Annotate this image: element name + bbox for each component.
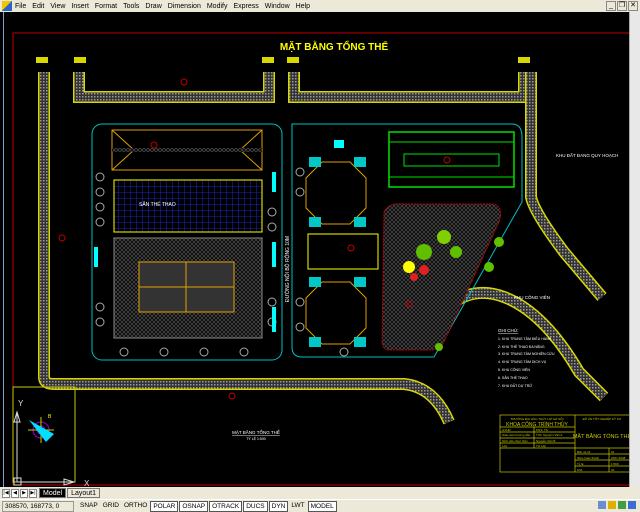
svg-text:Năm hoàn thành: Năm hoàn thành	[577, 456, 600, 460]
next-tab-button[interactable]: ▶	[20, 488, 28, 498]
roads	[38, 72, 609, 425]
snap-toggle[interactable]: SNAP	[80, 501, 98, 509]
menu-window[interactable]: Window	[264, 2, 290, 10]
svg-text:5. KHU CÔNG VIÊN: 5. KHU CÔNG VIÊN	[498, 367, 530, 372]
svg-text:GVHD: GVHD	[502, 428, 512, 432]
svg-text:MẶT BẰNG TỔNG THỂ: MẶT BẰNG TỔNG THỂ	[573, 432, 630, 440]
menu-insert[interactable]: Insert	[71, 2, 89, 10]
svg-text:ĐỒ ÁN TỐT NGHIỆP KỸ SƯ: ĐỒ ÁN TỐT NGHIỆP KỸ SƯ	[583, 416, 622, 421]
menu-format[interactable]: Format	[94, 2, 118, 10]
ducs-toggle[interactable]: DUCS	[243, 500, 268, 512]
tab-layout1[interactable]: Layout1	[67, 488, 100, 498]
menu-modify[interactable]: Modify	[206, 2, 228, 10]
park-trees	[403, 230, 504, 351]
menu-bar: File Edit View Insert Format Tools Draw …	[0, 0, 640, 12]
dyn-toggle[interactable]: DYN	[268, 500, 289, 512]
svg-text:Giáo viên hướng dẫn: Giáo viên hướng dẫn	[502, 432, 531, 437]
lwt-toggle[interactable]: LWT	[291, 501, 305, 509]
menu-edit[interactable]: Edit	[32, 2, 45, 10]
coordinate-readout: 308570, 168773, 0	[2, 500, 74, 512]
label-internal-road: ĐƯỜNG NỘI BỘ RỘNG 10M	[284, 236, 291, 302]
menu-help[interactable]: Help	[295, 2, 311, 10]
svg-text:3. KHU TRUNG TÂM NGHIÊN CỨU: 3. KHU TRUNG TÂM NGHIÊN CỨU	[498, 351, 555, 356]
svg-text:PGS. TS: PGS. TS	[536, 428, 548, 432]
label-planned-area: KHU ĐẤT ĐANG QUY HOẠCH	[556, 152, 618, 158]
svg-text:A1: A1	[611, 468, 615, 472]
svg-text:4. KHU TRUNG TÂM DỊCH VỤ: 4. KHU TRUNG TÂM DỊCH VỤ	[498, 360, 547, 364]
svg-text:X: X	[84, 479, 90, 487]
sports-field	[113, 179, 263, 233]
svg-text:2. KHU THỂ THAO ĐA NĂNG: 2. KHU THỂ THAO ĐA NĂNG	[498, 344, 545, 349]
svg-text:01: 01	[611, 450, 615, 454]
trees	[95, 167, 349, 357]
north-arrow-icon: B	[28, 414, 54, 443]
prev-tab-button[interactable]: ◀	[11, 488, 19, 498]
svg-text:KHOA CÔNG TRÌNH THỦY: KHOA CÔNG TRÌNH THỦY	[506, 421, 568, 428]
title-block	[499, 414, 631, 473]
label-park: KHU CÔNG VIÊN	[514, 293, 550, 300]
minimize-icon[interactable]: _	[606, 1, 616, 11]
bottom-title: MẶT BẰNG TỔNG THỂ	[232, 428, 280, 435]
clean-screen-icon[interactable]	[628, 501, 636, 509]
grid-toggle[interactable]: GRID	[102, 501, 119, 509]
svg-text:Khổ: Khổ	[577, 468, 583, 472]
svg-text:Y: Y	[18, 399, 24, 408]
drawing-canvas[interactable]: SÂN THỂ THAO ĐƯỜNG NỘI BỘ RỘNG 10M KHU Đ…	[3, 12, 632, 488]
menu-draw[interactable]: Draw	[145, 2, 162, 10]
tray-settings-icon[interactable]	[618, 501, 626, 509]
drawing-title: MẶT BẰNG TỔNG THỂ	[280, 40, 389, 53]
svg-text:1:500: 1:500	[611, 462, 619, 466]
menu-file[interactable]: File	[15, 2, 27, 10]
first-tab-button[interactable]: |◀	[2, 488, 10, 498]
svg-text:Lớp: Lớp	[502, 444, 508, 448]
site-boundary-right	[291, 123, 523, 358]
svg-text:ThS. Nguyễn Văn A: ThS. Nguyễn Văn A	[536, 432, 562, 437]
building-service	[388, 131, 515, 188]
svg-text:GHI CHÚ:: GHI CHÚ:	[498, 327, 518, 333]
gates	[36, 57, 530, 63]
otrack-toggle[interactable]: OTRACK	[209, 500, 243, 512]
park	[381, 203, 502, 351]
svg-text:TRƯỜNG ĐẠI HỌC THỦY LỢI HÀ NỘI: TRƯỜNG ĐẠI HỌC THỦY LỢI HÀ NỘI	[511, 416, 564, 421]
svg-text:TH Lớp: TH Lớp	[536, 444, 546, 448]
layout-tabs: |◀ ◀ ▶ ▶| Model Layout1	[0, 487, 640, 499]
svg-text:7. KHU ĐẤT DỰ TRỮ: 7. KHU ĐẤT DỰ TRỮ	[498, 383, 532, 388]
svg-text:B: B	[48, 414, 52, 420]
menu-tools[interactable]: Tools	[123, 2, 140, 10]
bottom-scale: TỶ LỆ 1:500	[246, 436, 266, 441]
polar-toggle[interactable]: POLAR	[150, 500, 179, 512]
lock-icon[interactable]	[608, 501, 616, 509]
building-research	[305, 161, 379, 345]
svg-text:Nguyễn Văn B: Nguyễn Văn B	[536, 438, 555, 443]
legend: GHI CHÚ: 1. KHU TRUNG TÂM ĐIỀU HÀNH 2. K…	[498, 327, 555, 388]
ucs-icon: Y X	[13, 399, 90, 488]
svg-text:2007-2008: 2007-2008	[611, 456, 626, 460]
autocad-logo-icon[interactable]	[2, 1, 12, 11]
ortho-toggle[interactable]: ORTHO	[123, 501, 148, 509]
model-toggle[interactable]: MODEL	[307, 500, 337, 512]
menu-dimension[interactable]: Dimension	[167, 2, 201, 10]
svg-text:Bản vẽ số: Bản vẽ số	[577, 450, 591, 454]
menu-view[interactable]: View	[50, 2, 66, 10]
communication-center-icon[interactable]	[598, 501, 606, 509]
osnap-toggle[interactable]: OSNAP	[179, 500, 209, 512]
site-boundary-left	[91, 123, 283, 361]
svg-text:1. KHU TRUNG TÂM ĐIỀU HÀNH: 1. KHU TRUNG TÂM ĐIỀU HÀNH	[498, 336, 552, 341]
close-icon[interactable]: ✕	[628, 1, 638, 11]
label-sports: SÂN THỂ THAO	[139, 201, 176, 208]
tab-model[interactable]: Model	[39, 488, 67, 498]
last-tab-button[interactable]: ▶|	[29, 488, 37, 498]
restore-icon[interactable]: ❐	[617, 1, 627, 11]
svg-text:Sinh viên thực hiện: Sinh viên thực hiện	[502, 439, 528, 443]
svg-text:Tỷ lệ: Tỷ lệ	[577, 462, 584, 466]
menu-express[interactable]: Express	[233, 2, 259, 10]
status-bar: 308570, 168773, 0 SNAP GRID ORTHO POLAR …	[0, 499, 640, 512]
vertical-scrollbar[interactable]	[629, 12, 640, 487]
svg-text:6. SÂN THỂ THAO: 6. SÂN THỂ THAO	[498, 375, 528, 380]
